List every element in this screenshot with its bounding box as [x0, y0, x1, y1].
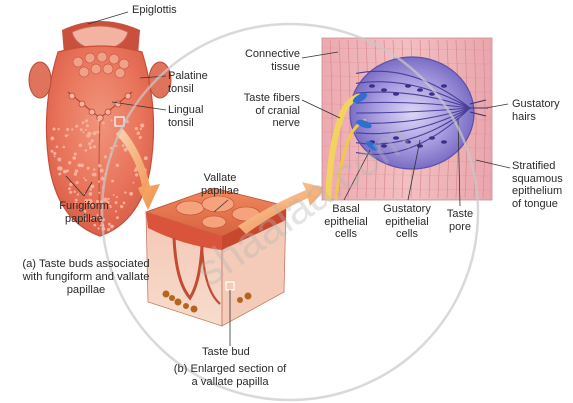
label-lingual-tonsil: Lingual tonsil	[168, 104, 204, 129]
label-palatine-tonsil: Palatine tonsil	[168, 70, 208, 95]
label-gustatory-cells: Gustatory epithelial cells	[383, 203, 431, 240]
label-connective-tissue: Connective tissue	[244, 48, 300, 73]
label-gustatory-hairs: Gustatory hairs	[512, 98, 560, 123]
label-vallate-papillae: Vallate papillae	[201, 172, 239, 197]
label-taste-fibers: Taste fibers of cranial nerve	[243, 92, 300, 129]
label-basal-cells: Basal epithelial cells	[324, 203, 368, 240]
taste-bud-magnified	[321, 37, 493, 201]
label-taste-pore: Taste pore	[446, 208, 474, 233]
label-stratified-epithelium: Stratified squamous epithelium of tongue	[512, 160, 563, 210]
label-epiglottis: Epiglottis	[132, 4, 177, 16]
arrow-section-to-magnified	[238, 182, 326, 234]
arrow-tongue-to-section	[116, 128, 160, 210]
tongue-leaders	[65, 11, 167, 197]
magnified-leaders	[301, 51, 511, 207]
caption-b: (b) Enlarged section of a vallate papill…	[173, 363, 287, 388]
tongue-illustration	[28, 21, 172, 237]
caption-a: (a) Taste buds associated with fungiform…	[22, 258, 150, 296]
watermark-circle	[100, 22, 480, 402]
label-fungiform-papillae: Fungiform papillae	[59, 200, 109, 225]
label-taste-bud: Taste bud	[202, 346, 250, 358]
